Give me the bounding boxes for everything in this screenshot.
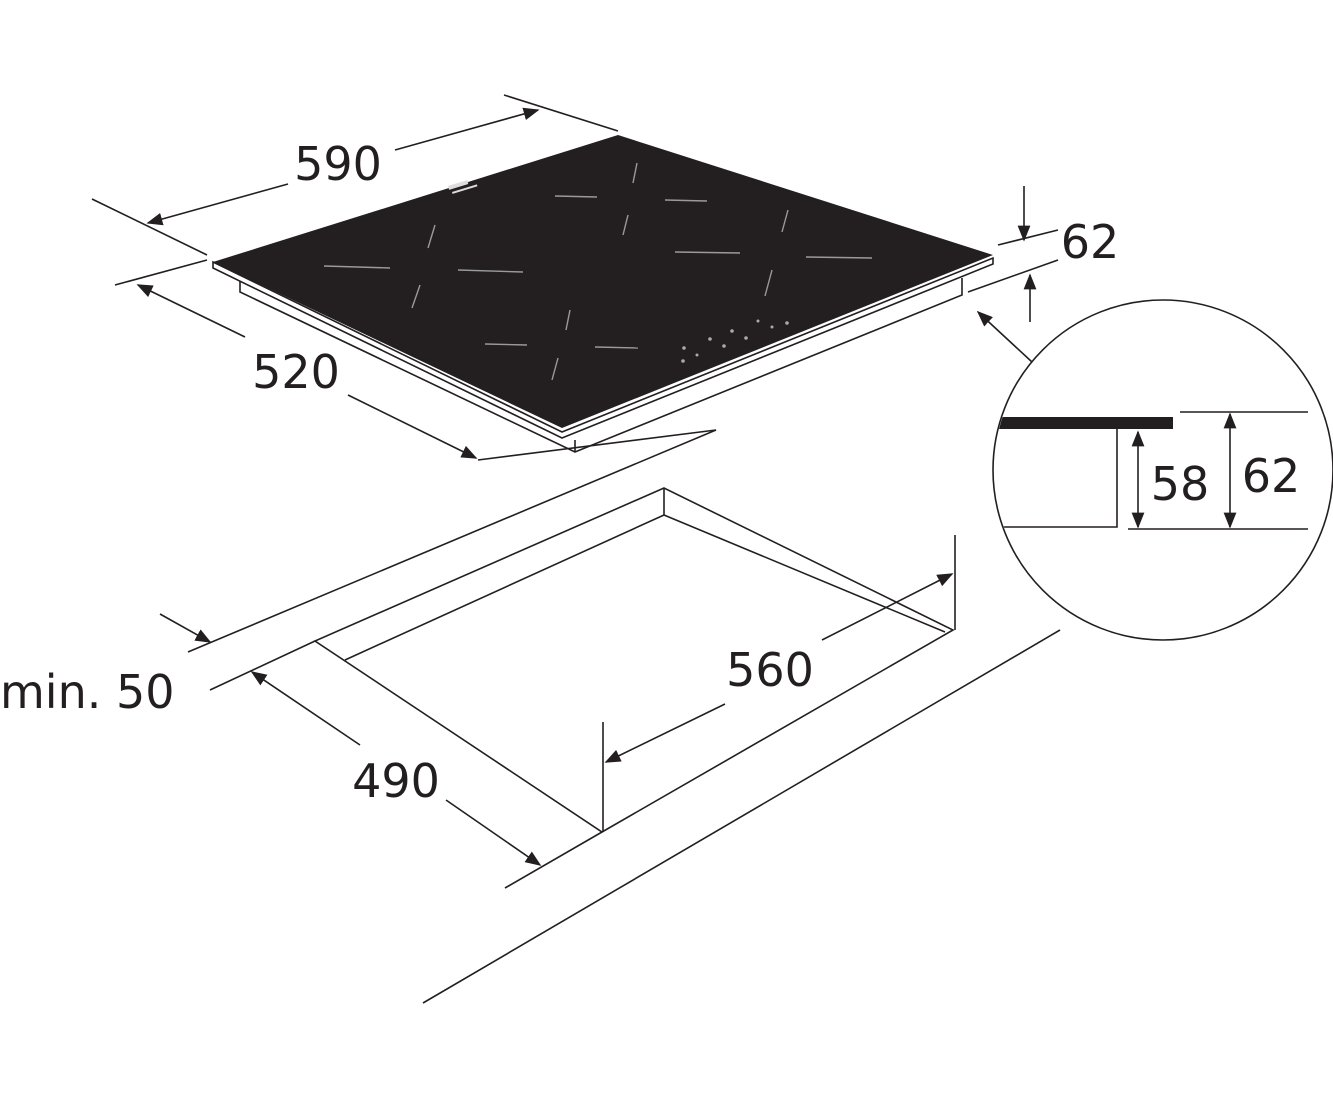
label-hob-width: 590	[294, 137, 382, 191]
cutout-outline	[313, 487, 955, 833]
dimension-hob-depth: 520	[114, 259, 717, 461]
dimension-hob-width: 590	[91, 94, 619, 256]
touch-controls	[681, 319, 789, 363]
label-cutout-depth: 490	[352, 754, 440, 808]
cooking-zone-markings	[323, 162, 873, 381]
hob-glass-top	[213, 135, 993, 428]
brand-logo	[448, 180, 478, 194]
label-hob-height: 62	[1061, 215, 1120, 269]
worktop-cutout	[187, 429, 1061, 1004]
label-built-in-height: 58	[1151, 457, 1210, 511]
dimension-cutout-width: 560	[602, 535, 956, 832]
label-total-height: 62	[1242, 449, 1301, 503]
hob-edge	[212, 256, 994, 439]
label-hob-depth: 520	[252, 345, 340, 399]
hob	[212, 135, 994, 453]
edge-detail: 58 62	[992, 299, 1333, 641]
label-min-front: min. 50	[0, 665, 175, 719]
dimension-hob-height: 62	[967, 186, 1120, 363]
label-cutout-width: 560	[726, 643, 814, 697]
dimension-min-front: min. 50	[0, 613, 212, 719]
dimension-cutout-depth: 490	[250, 671, 542, 866]
